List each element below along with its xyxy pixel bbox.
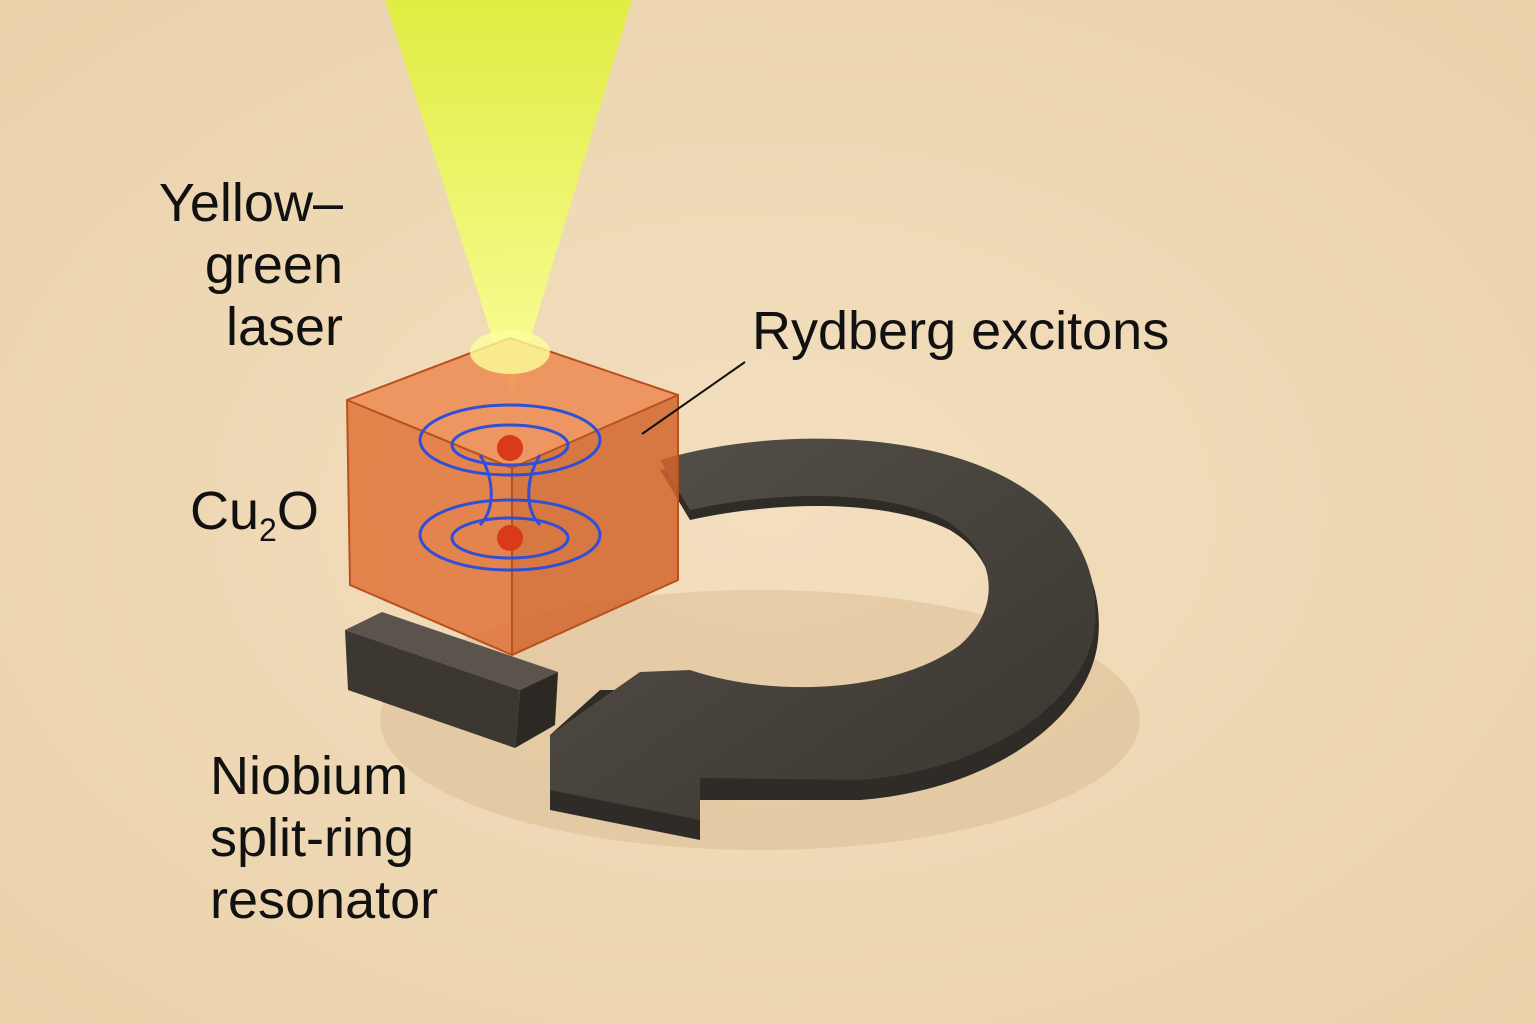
resonator-label-line: Niobium	[210, 746, 409, 806]
laser-beam	[385, 0, 632, 400]
resonator-label-line: split-ring	[210, 808, 415, 868]
crystal-label: Cu2O	[190, 480, 319, 561]
laser-label-line: green	[204, 235, 343, 295]
cu2o-crystal	[345, 330, 679, 657]
excitons-label: Rydberg excitons	[752, 301, 1170, 361]
exciton-particle	[497, 435, 523, 461]
left-pad-top	[345, 612, 558, 690]
exciton-orbits	[418, 403, 602, 572]
laser-label-line: laser	[225, 297, 343, 357]
crystal-label-subscript: 2	[259, 511, 277, 548]
laser-label-line: Yellow–	[158, 173, 343, 233]
excitons-leader-line	[641, 361, 746, 435]
crystal-label-tail: O	[276, 481, 319, 541]
laser-label: Yellow– green laser	[100, 172, 343, 358]
exciton-particle	[497, 525, 523, 551]
resonator-label-line: resonator	[210, 870, 439, 930]
resonator-label: Niobium split-ring resonator	[210, 745, 438, 931]
left-pad	[345, 630, 520, 748]
niobium-split-ring-resonator	[345, 438, 1099, 840]
crystal-label-base: Cu	[190, 481, 260, 541]
